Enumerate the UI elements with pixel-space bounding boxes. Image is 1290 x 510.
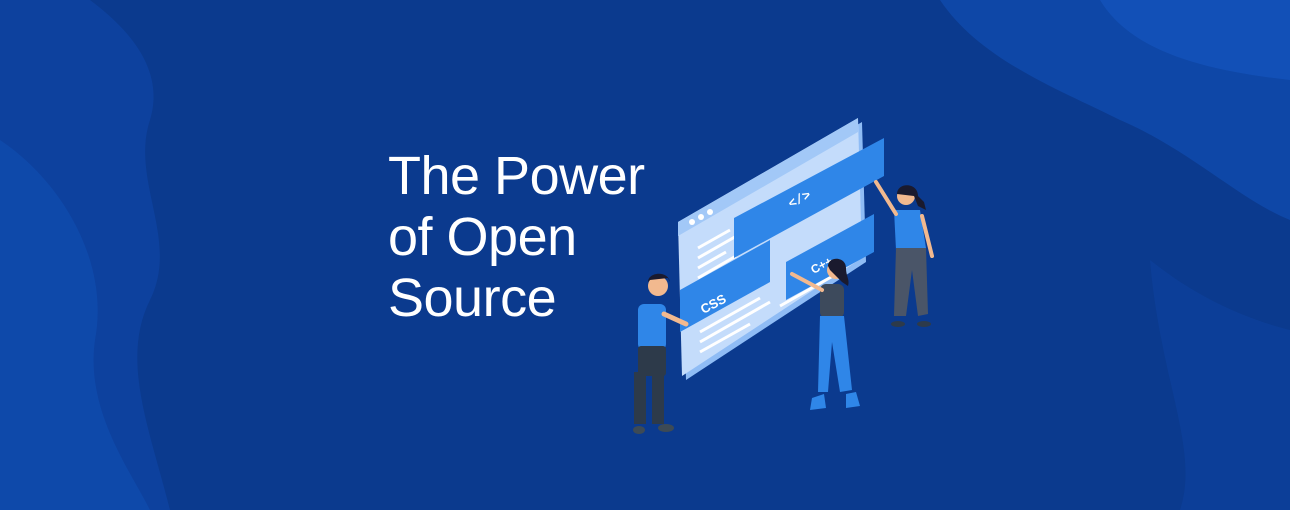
headline-line-3: Source bbox=[388, 268, 557, 328]
woman-center-figure bbox=[790, 258, 860, 410]
headline-line-2: of Open bbox=[388, 207, 577, 267]
css-panel: CSS bbox=[680, 240, 770, 332]
man-figure bbox=[633, 273, 689, 434]
open-source-illustration: </> CSS C++ bbox=[633, 118, 934, 434]
headline-line-1: The Power bbox=[388, 146, 645, 206]
code-tag-panel: </> bbox=[734, 138, 884, 258]
woman-right-figure bbox=[874, 180, 934, 327]
headline: The Power of Open Source bbox=[388, 146, 708, 329]
